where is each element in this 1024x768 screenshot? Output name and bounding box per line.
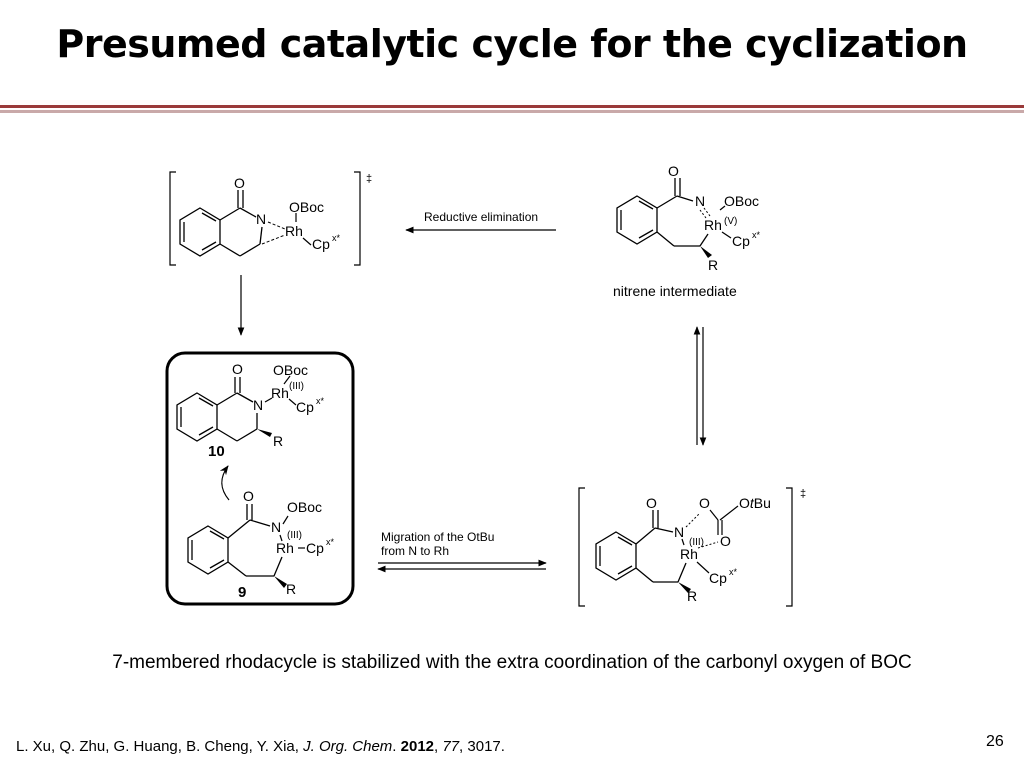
svg-text:N: N (271, 519, 281, 535)
svg-text:Rh: Rh (704, 217, 722, 233)
slide-title: Presumed catalytic cycle for the cycliza… (56, 22, 968, 66)
svg-text:‡: ‡ (800, 488, 806, 500)
citation: L. Xu, Q. Zhu, G. Huang, B. Cheng, Y. Xi… (16, 738, 505, 755)
svg-text:O: O (699, 495, 710, 511)
compound-9-label: 9 (238, 584, 246, 601)
svg-text:R: R (273, 433, 283, 449)
svg-text:OBoc: OBoc (289, 199, 324, 215)
svg-text:O: O (720, 533, 731, 549)
svg-text:Cp: Cp (709, 570, 727, 586)
nitrene-label: nitrene intermediate (613, 283, 737, 299)
svg-text:OBoc: OBoc (287, 499, 322, 515)
products-highlight-box (165, 351, 355, 606)
reductive-elimination-label: Reductive elimination (424, 210, 538, 224)
ts-dagger: ‡ (366, 173, 372, 185)
compound-10: O N Rh (III) OBoc Cp x* R 10 (176, 361, 325, 460)
svg-text:(III): (III) (287, 530, 302, 541)
svg-text:x*: x* (332, 233, 341, 243)
title-rule-shadow (0, 110, 1024, 113)
migration-label-line1: Migration of the OtBu (381, 530, 494, 544)
page-number: 26 (986, 733, 1004, 750)
ts2-brackets (578, 487, 793, 607)
svg-text:R: R (687, 588, 697, 604)
svg-text:Rh: Rh (271, 385, 289, 401)
svg-text:x*: x* (316, 396, 325, 406)
svg-text:Rh: Rh (680, 546, 698, 562)
svg-text:Cp: Cp (296, 399, 314, 415)
svg-text:N: N (253, 397, 263, 413)
svg-text:(III): (III) (289, 381, 304, 392)
svg-text:O: O (668, 163, 679, 179)
svg-text:x*: x* (326, 537, 335, 547)
svg-text:x*: x* (729, 567, 738, 577)
compound-9: O N OBoc (III) Rh Cp x* R 9 (187, 488, 335, 601)
ts-brackets (169, 171, 361, 266)
title-rule (0, 105, 1024, 108)
svg-text:O: O (243, 488, 254, 504)
slide-caption: 7-membered rhodacycle is stabilized with… (112, 652, 912, 673)
curved-arrow-9-to-10 (219, 465, 230, 501)
svg-text:N: N (695, 193, 705, 209)
svg-text:OBoc: OBoc (724, 193, 759, 209)
catalytic-cycle-scheme: ‡ O N Rh OBoc Cp x* Reductive eliminatio… (165, 163, 806, 607)
ts-otbu-migration: ‡ O N O OtBu O (III) Rh Cp x* R (578, 487, 806, 607)
svg-text:R: R (708, 257, 718, 273)
svg-text:x*: x* (752, 230, 761, 240)
nitrene-intermediate: O N Rh (V) OBoc Cp x* R nitrene intermed… (613, 163, 761, 299)
svg-text:O: O (232, 361, 243, 377)
svg-text:Cp: Cp (732, 233, 750, 249)
svg-text:(V): (V) (724, 216, 737, 227)
svg-text:Cp: Cp (312, 236, 330, 252)
svg-text:Rh: Rh (285, 223, 303, 239)
otbu-label: OtBu (739, 495, 771, 511)
migration-label-line2: from N to Rh (381, 544, 449, 558)
ts-reductive-elimination: ‡ O N Rh OBoc Cp x* (169, 171, 372, 266)
svg-text:(III): (III) (689, 537, 704, 548)
svg-text:Cp: Cp (306, 540, 324, 556)
svg-text:R: R (286, 581, 296, 597)
svg-text:O: O (646, 495, 657, 511)
svg-text:N: N (674, 524, 684, 540)
benzene-ring (179, 207, 221, 257)
svg-text:N: N (256, 211, 266, 227)
svg-text:OBoc: OBoc (273, 362, 308, 378)
svg-text:O: O (234, 175, 245, 191)
svg-text:Rh: Rh (276, 540, 294, 556)
compound-10-label: 10 (208, 443, 225, 460)
